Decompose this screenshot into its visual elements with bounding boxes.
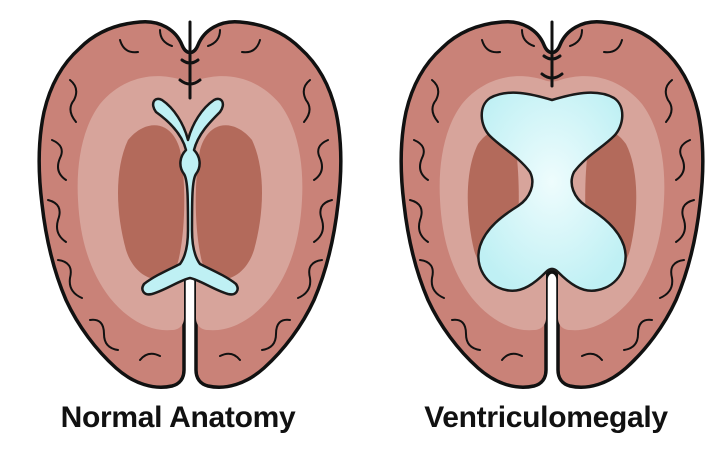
ventriculomegaly-caption: Ventriculomegaly [424, 401, 668, 434]
enlarged-brain-gyri [409, 29, 695, 361]
enlarged-brain [399, 20, 705, 389]
normal-brain-left-nucleus [118, 125, 185, 280]
normal-brain-right-nucleus [195, 125, 262, 280]
normal-brain-fissure-top [178, 20, 202, 100]
normal-brain-ventricles [141, 97, 239, 296]
normal-anatomy-caption: Normal Anatomy [60, 401, 296, 434]
enlarged-brain-ventricles [477, 91, 627, 293]
normal-brain [37, 20, 343, 389]
enlarged-brain-fissure-top [540, 20, 564, 88]
normal-brain-gyri [47, 29, 333, 361]
